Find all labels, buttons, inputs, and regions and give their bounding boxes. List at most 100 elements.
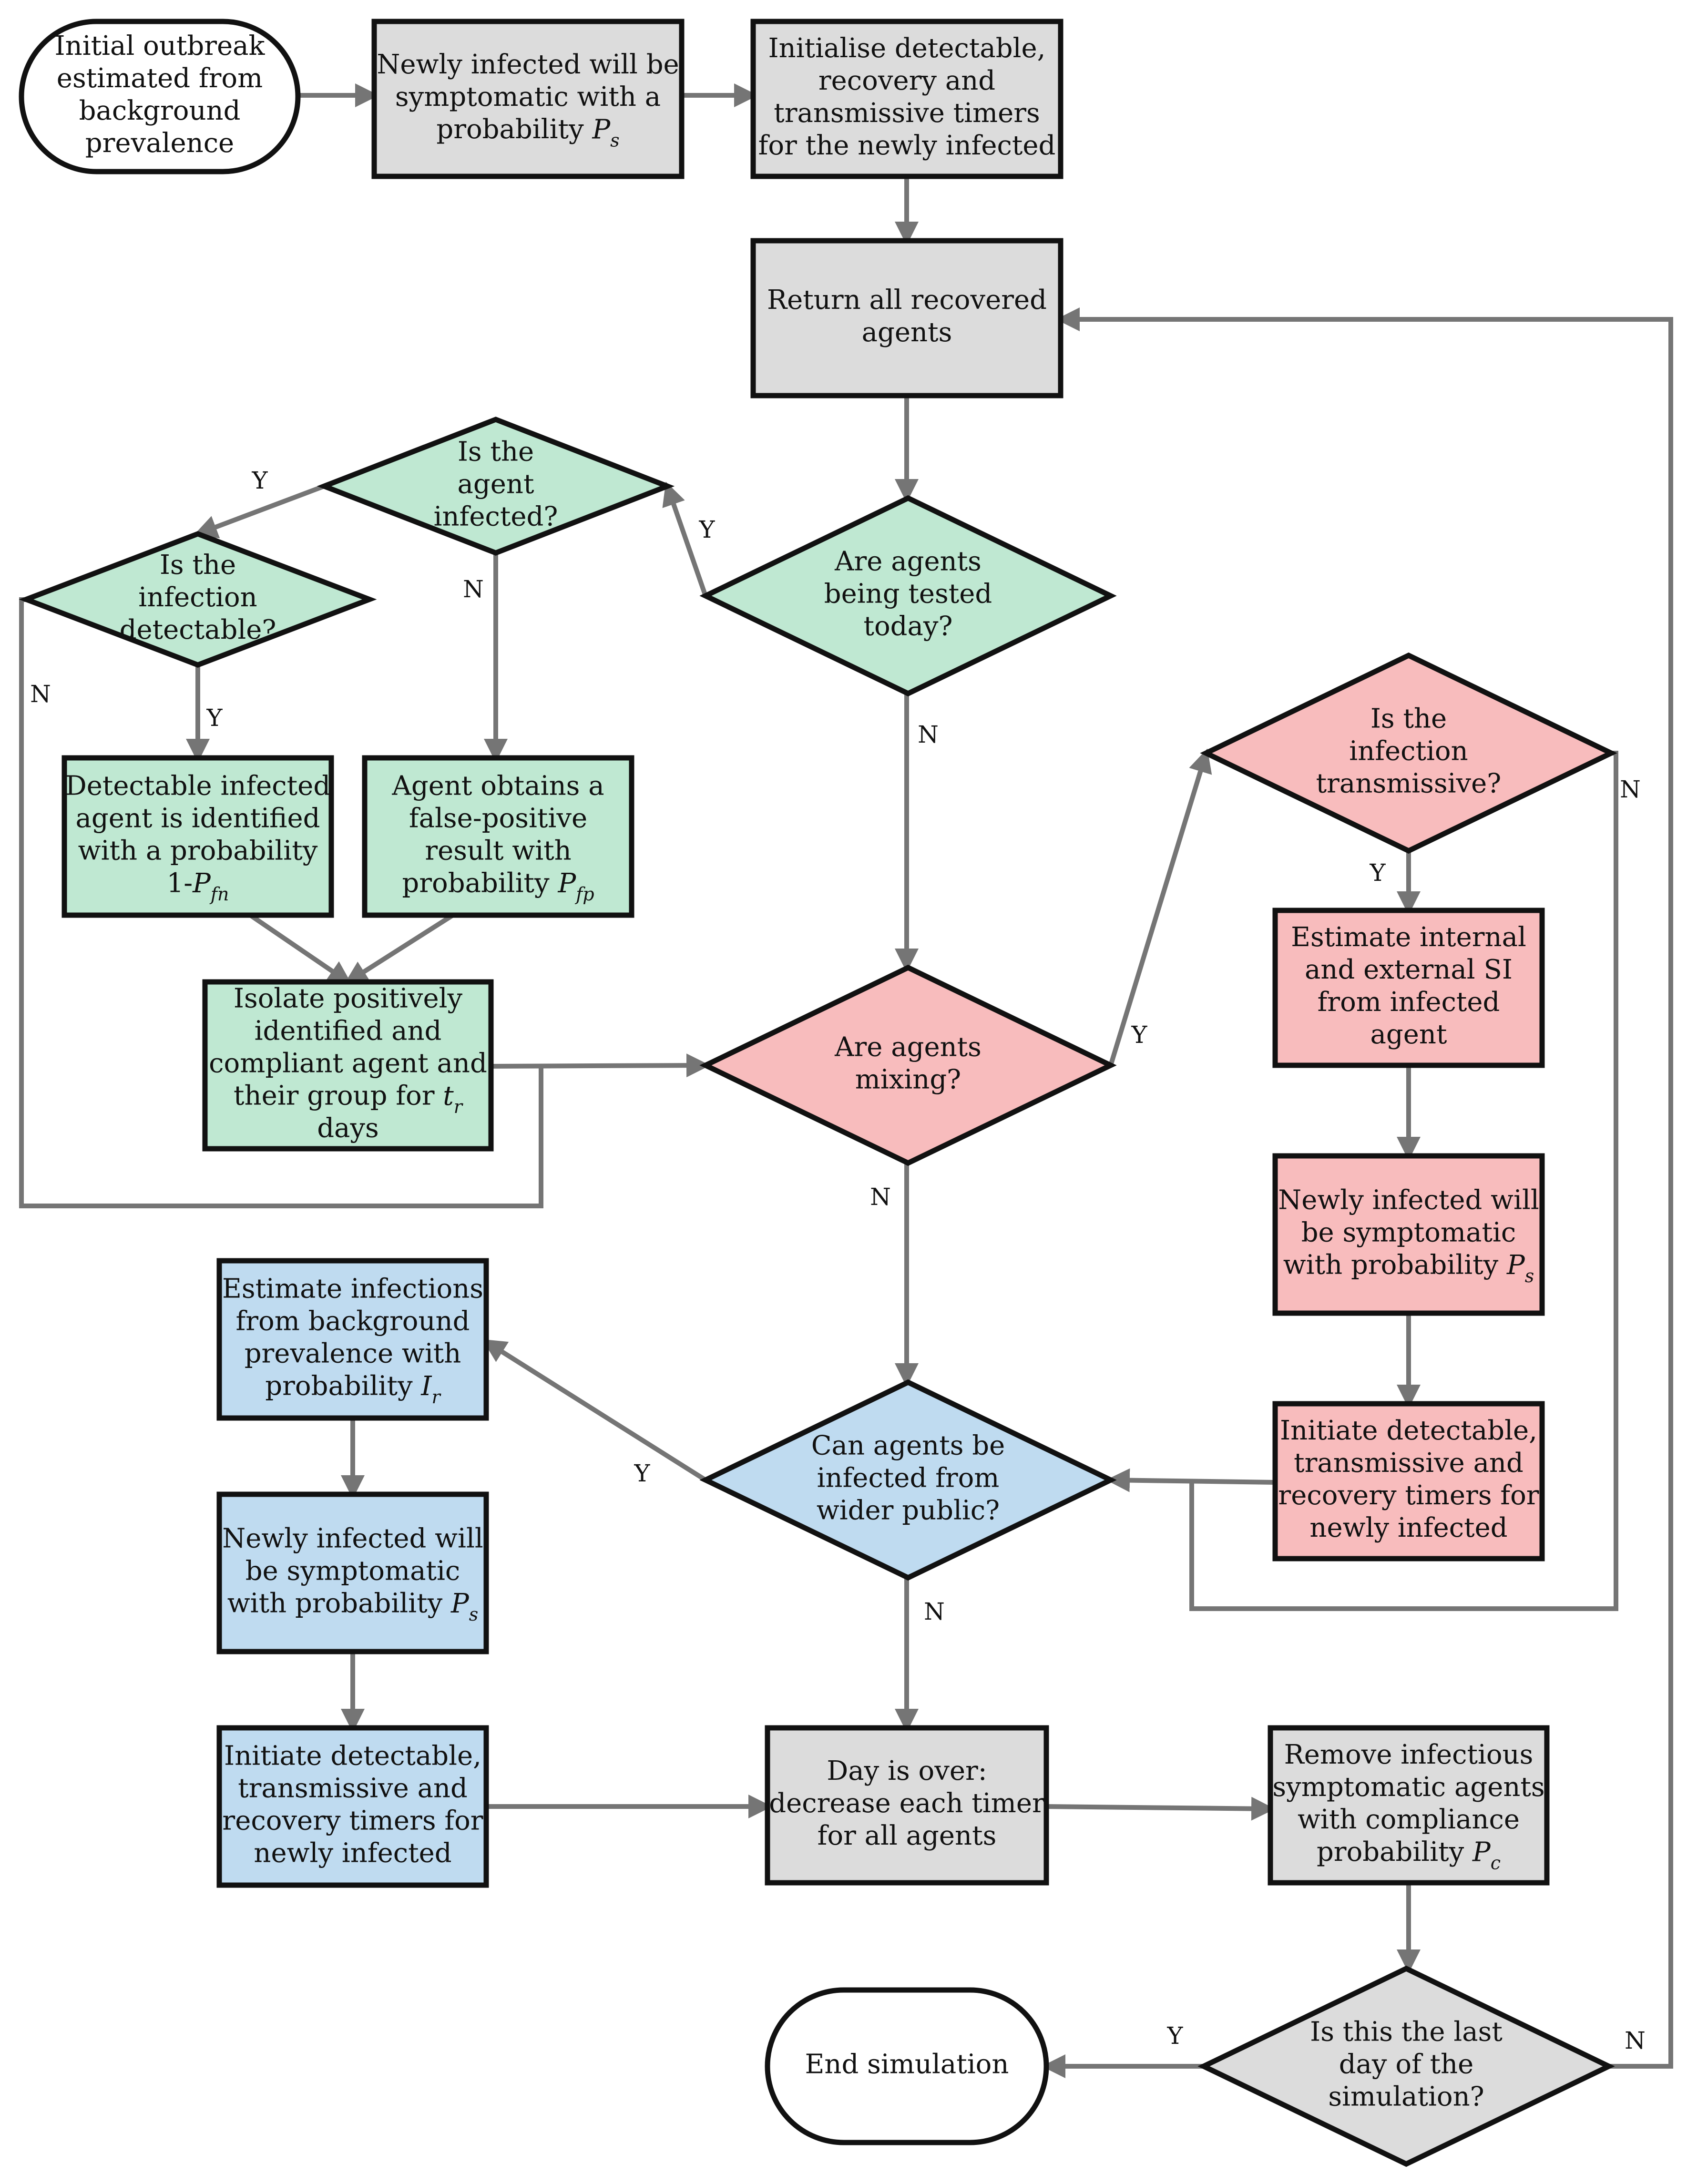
- node-estimate-background: [216, 1258, 489, 1421]
- node-return-recovered: [750, 238, 1063, 398]
- node-symptomatic-top-text-1: symptomatic with a: [395, 82, 661, 112]
- edge-label-public-no: N: [924, 1598, 945, 1625]
- node-estimate-background-text-0: Estimate infections: [222, 1274, 483, 1305]
- node-estimate-si-text-1: and external SI: [1305, 954, 1513, 985]
- node-day-over: [765, 1725, 1049, 1886]
- node-last-day-text-1: day of the: [1339, 2049, 1474, 2080]
- node-end-simulation-text-0: End simulation: [805, 2049, 1009, 2080]
- edge-label-last-day-yes: Y: [1166, 2022, 1183, 2050]
- node-init-timers-top: [750, 19, 1063, 179]
- edge-label-mixing-no: N: [870, 1183, 891, 1211]
- edge-label-transmissive-no: N: [1620, 776, 1641, 803]
- edge-infected-to-detectable: [193, 484, 325, 539]
- node-day-over-text-2: for all agents: [818, 1820, 997, 1851]
- node-symptomatic-blue-text-2: with probability Ps: [227, 1588, 479, 1625]
- node-remove-infectious-text-2: with compliance: [1298, 1804, 1520, 1835]
- node-detectable-identified-text-2: with a probability: [78, 836, 318, 867]
- shapes-layer: [19, 19, 1617, 2167]
- node-agents-mixing: [699, 964, 1117, 1166]
- node-symptomatic-blue-text-0: Newly infected will: [222, 1523, 483, 1554]
- node-remove-infectious-text-1: symptomatic agents: [1272, 1772, 1544, 1803]
- edge-timers-red-to-public: [1106, 1468, 1276, 1492]
- node-infection-detectable-text-1: infection: [138, 582, 257, 613]
- node-detectable-identified-text-1: agent is identified: [76, 803, 320, 834]
- node-symptomatic-red-text-2: with probability Ps: [1283, 1250, 1534, 1286]
- node-detectable-identified: [61, 755, 334, 918]
- node-infection-transmissive: [1200, 652, 1617, 854]
- edge-label-tested-no: N: [918, 721, 939, 748]
- edge-tested-to-infected: [662, 481, 708, 597]
- node-estimate-si-text-3: agent: [1370, 1019, 1447, 1050]
- node-being-tested-text-1: being tested: [824, 579, 992, 610]
- node-initial-outbreak-text-3: prevalence: [85, 128, 234, 159]
- node-false-positive-text-1: false-positive: [409, 803, 587, 834]
- node-symptomatic-red-text-1: be symptomatic: [1301, 1217, 1516, 1248]
- node-infection-detectable: [19, 531, 377, 668]
- node-wider-public-text-1: infected from: [817, 1463, 1000, 1494]
- edge-identified-to-isolate: [249, 913, 352, 985]
- node-isolate-text-1: identified and: [255, 1016, 442, 1047]
- node-remove-infectious-text-0: Remove infectious: [1284, 1739, 1534, 1770]
- node-init-timers-blue-text-0: Initiate detectable,: [224, 1741, 481, 1772]
- edge-label-detectable-no: N: [30, 680, 51, 708]
- node-estimate-background-text-2: prevalence with: [245, 1338, 461, 1369]
- node-init-timers-top-text-1: recovery and: [818, 65, 995, 96]
- edge-label-tested-yes: Y: [698, 516, 715, 543]
- node-infection-transmissive-text-1: infection: [1349, 736, 1468, 767]
- node-return-recovered-text-1: agents: [862, 317, 952, 348]
- edge-public-to-estimate: [482, 1339, 707, 1482]
- node-init-timers-top-text-3: for the newly infected: [758, 130, 1056, 161]
- node-init-timers-blue-text-3: newly infected: [254, 1838, 451, 1869]
- node-false-positive-text-3: probability Pfp: [402, 868, 594, 905]
- node-estimate-background-text-3: probability Ir: [265, 1371, 441, 1408]
- node-isolate-text-2: compliant agent and: [209, 1048, 487, 1079]
- node-end-simulation: [765, 1987, 1049, 2145]
- node-initial-outbreak-text-0: Initial outbreak: [55, 31, 266, 61]
- node-symptomatic-red-text-0: Newly infected will: [1278, 1185, 1539, 1216]
- node-init-timers-top-text-0: Initialise detectable,: [768, 33, 1046, 64]
- edge-falsepositive-to-isolate: [344, 913, 454, 985]
- node-infection-transmissive-text-0: Is the: [1370, 704, 1447, 735]
- node-symptomatic-blue-text-1: be symptomatic: [245, 1556, 460, 1587]
- node-infection-detectable-text-2: detectable?: [120, 614, 276, 645]
- node-init-timers-red-text-2: recovery timers for: [1278, 1480, 1539, 1511]
- node-agent-infected-text-1: agent: [458, 469, 534, 500]
- node-wider-public-text-2: wider public?: [817, 1495, 1000, 1526]
- node-isolate: [202, 979, 494, 1152]
- node-estimate-si: [1272, 908, 1545, 1068]
- node-infection-detectable-text-0: Is the: [160, 550, 236, 581]
- edge-label-public-yes: Y: [634, 1459, 650, 1487]
- node-false-positive-text-2: result with: [425, 836, 571, 867]
- node-detectable-identified-text-3: 1-Pfn: [167, 868, 229, 905]
- node-initial-outbreak-text-1: estimated from: [57, 63, 263, 94]
- node-estimate-background-text-1: from background: [236, 1306, 470, 1337]
- node-symptomatic-top-text-0: Newly infected will be: [377, 49, 679, 80]
- node-being-tested: [699, 495, 1117, 697]
- node-last-day-text-0: Is this the last: [1310, 2017, 1503, 2048]
- node-agent-infected-text-0: Is the: [458, 437, 534, 468]
- node-init-timers-red: [1272, 1401, 1545, 1561]
- node-symptomatic-top: [371, 19, 685, 179]
- edge-label-last-day-no: N: [1625, 2027, 1646, 2054]
- edge-label-detectable-yes: Y: [206, 704, 223, 732]
- node-last-day-text-2: simulation?: [1328, 2082, 1484, 2113]
- edge-mixing-to-transmissive: [1108, 748, 1212, 1066]
- node-infection-transmissive-text-2: transmissive?: [1316, 768, 1502, 799]
- edge-label-infected-no: N: [463, 575, 484, 603]
- node-init-timers-blue-text-1: transmissive and: [238, 1773, 468, 1804]
- edge-dayover-to-remove: [1046, 1796, 1275, 1821]
- node-isolate-text-4: days: [317, 1113, 379, 1144]
- node-agents-mixing-text-1: mixing?: [855, 1064, 961, 1095]
- node-init-timers-red-text-3: newly infected: [1309, 1512, 1507, 1543]
- node-init-timers-top-text-2: transmissive timers: [774, 98, 1040, 129]
- node-initial-outbreak-text-2: background: [79, 95, 241, 126]
- node-symptomatic-red: [1272, 1153, 1545, 1316]
- node-symptomatic-top-text-2: probability Ps: [436, 114, 619, 151]
- node-day-over-text-1: decrease each timer: [769, 1788, 1045, 1819]
- node-agent-infected: [317, 417, 675, 556]
- node-return-recovered-text-0: Return all recovered: [767, 285, 1047, 316]
- node-false-positive: [362, 755, 634, 918]
- node-init-timers-red-text-1: transmissive and: [1294, 1448, 1523, 1479]
